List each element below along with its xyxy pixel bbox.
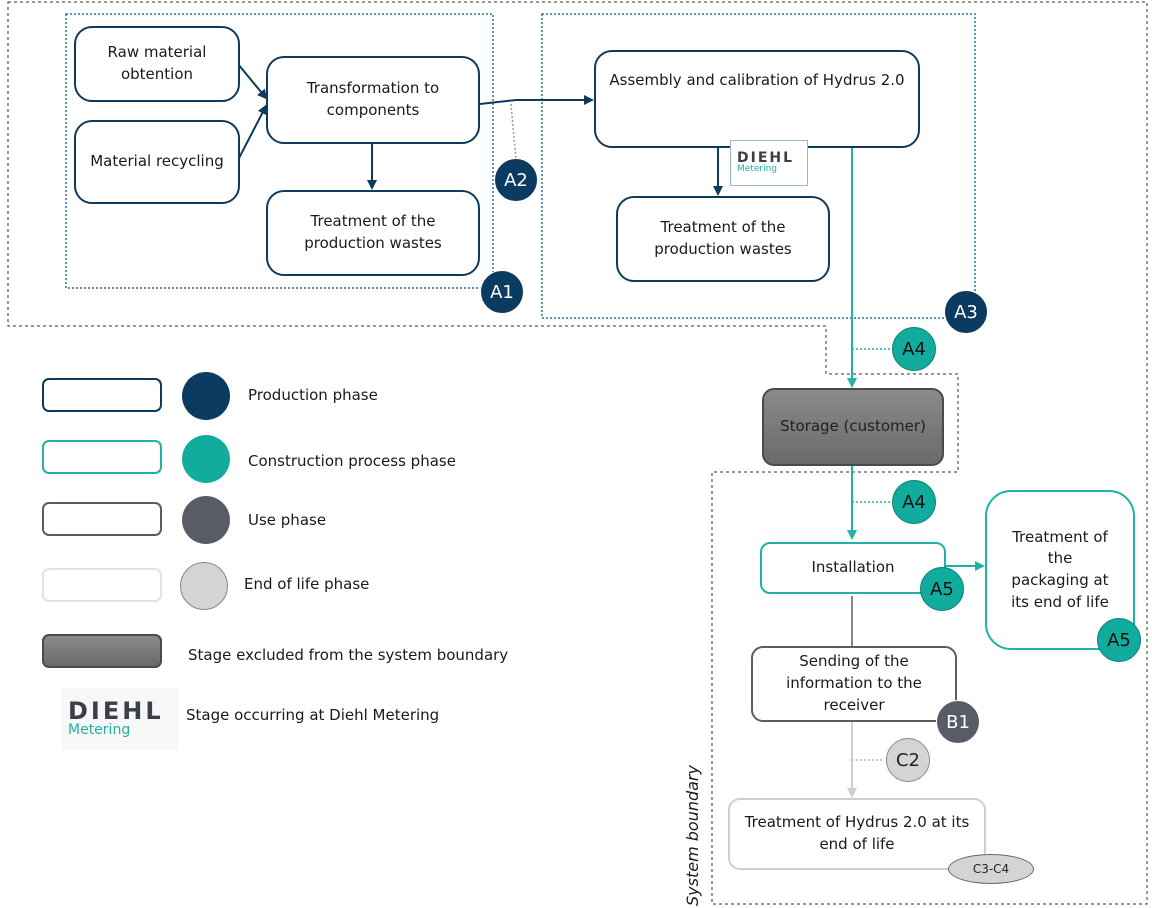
legend-label-production: Production phase [248, 386, 378, 404]
legend-circle-construction [182, 435, 230, 483]
legend-label-eol: End of life phase [244, 575, 370, 593]
stage-a3-badge: A3 [944, 290, 988, 334]
system-boundary-outline [7, 1, 1148, 905]
stage-a5-installation-badge: A5 [920, 567, 964, 611]
system-boundary-label: System boundary [683, 765, 702, 906]
node-material-recycling: Material recycling [74, 120, 240, 204]
node-installation: Installation [760, 542, 946, 594]
stage-a4-bottom-badge: A4 [892, 480, 936, 524]
legend-label-construction: Construction process phase [248, 452, 456, 470]
node-assembly: Assembly and calibration of Hydrus 2.0 [594, 50, 920, 148]
stage-c3-c4-badge: C3-C4 [948, 854, 1034, 884]
legend-label-excluded: Stage excluded from the system boundary [188, 646, 509, 664]
legend-circle-use [182, 496, 230, 544]
node-transformation: Transformation to components [266, 56, 480, 144]
node-sending-information: Sending of the information to the receiv… [751, 646, 957, 722]
stage-a4-top-badge: A4 [892, 327, 936, 371]
legend-diehl-logo: DIEHL Metering [62, 688, 178, 750]
node-treatment-wastes-2: Treatment of the production wastes [616, 196, 830, 282]
stage-a1-badge: A1 [480, 270, 524, 314]
node-raw-material: Raw material obtention [74, 26, 240, 102]
legend-swatch-production [42, 378, 162, 412]
region-a3 [541, 13, 976, 319]
arrow-raw-to-transformation [237, 63, 268, 100]
legend-swatch-excluded [42, 634, 162, 668]
legend-swatch-use [42, 502, 162, 536]
stage-a5-packaging-badge: A5 [1097, 618, 1141, 662]
stage-a2-badge: A2 [494, 158, 538, 202]
stage-b1-badge: B1 [936, 700, 980, 744]
legend-label-use: Use phase [248, 511, 327, 529]
diehl-metering-logo: DIEHL Metering [730, 140, 808, 186]
legend-circle-production [182, 372, 230, 420]
legend-swatch-eol [42, 568, 162, 602]
stage-c2-badge: C2 [886, 738, 930, 782]
arrow-transformation-to-assembly [479, 95, 594, 105]
node-treatment-wastes-1: Treatment of the production wastes [266, 190, 480, 276]
node-storage: Storage (customer) [762, 388, 944, 466]
node-eol-treatment: Treatment of Hydrus 2.0 at its end of li… [728, 798, 986, 870]
region-a1 [65, 13, 494, 289]
legend-swatch-construction [42, 440, 162, 474]
legend-label-diehl: Stage occurring at Diehl Metering [186, 706, 440, 724]
legend-circle-eol [180, 562, 228, 610]
arrow-recycling-to-transformation [237, 104, 267, 161]
